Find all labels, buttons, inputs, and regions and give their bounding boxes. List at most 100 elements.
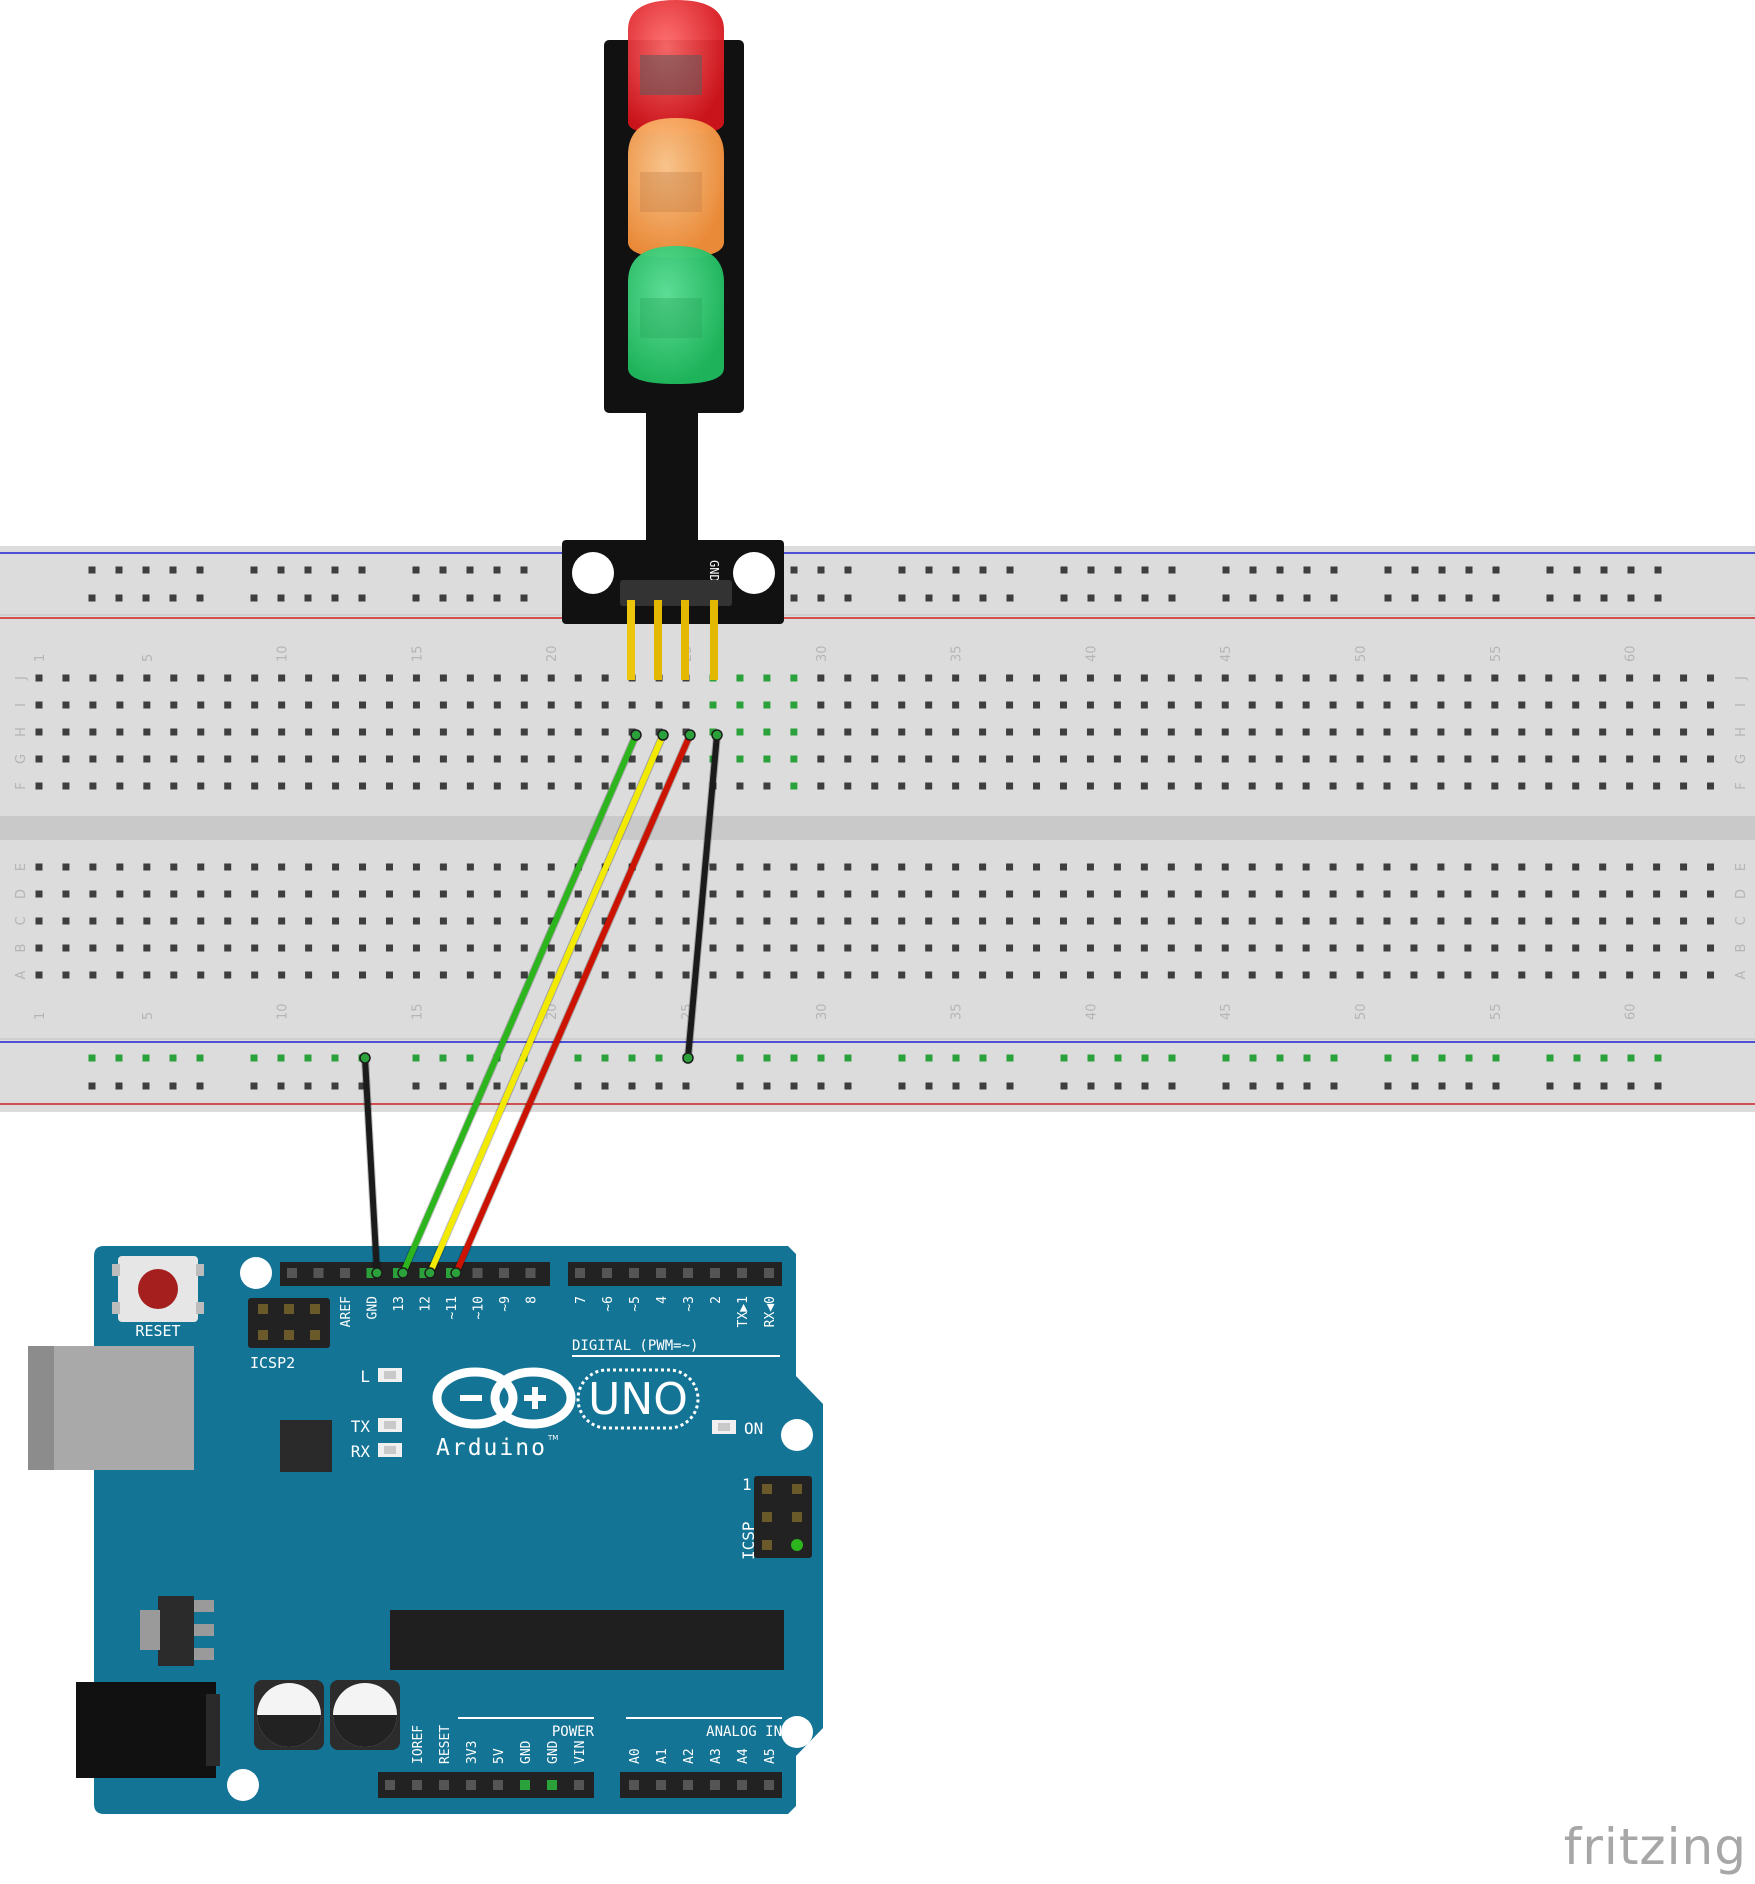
rail-hole — [601, 1082, 609, 1090]
breadboard-hole — [1113, 863, 1121, 871]
breadboard-hole — [1626, 917, 1634, 925]
breadboard-hole — [1680, 890, 1688, 898]
breadboard-hole — [439, 971, 447, 979]
rail-hole — [1384, 594, 1392, 602]
breadboard-hole — [143, 917, 151, 925]
breadboard-hole — [493, 755, 501, 763]
breadboard-hole — [359, 755, 367, 763]
reset-label: RESET — [135, 1322, 180, 1340]
breadboard-hole — [925, 782, 933, 790]
icsp-label: ICSP — [739, 1521, 758, 1560]
breadboard-hole — [1059, 944, 1067, 952]
breadboard-hole — [1329, 917, 1337, 925]
breadboard-hole — [898, 863, 906, 871]
rail-hole — [925, 594, 933, 602]
breadboard-hole — [62, 971, 70, 979]
breadboard: 1155101015152020252530303535404045455050… — [0, 546, 1755, 1112]
rail-hole — [1384, 566, 1392, 574]
rail-hole — [304, 1054, 312, 1062]
column-number: 15 — [410, 1003, 425, 1020]
breadboard-hole — [385, 701, 393, 709]
breadboard-hole — [1464, 944, 1472, 952]
breadboard-hole — [1248, 944, 1256, 952]
breadboard-hole — [1383, 728, 1391, 736]
rail-hole — [520, 594, 528, 602]
breadboard-hole — [1437, 674, 1445, 682]
breadboard-hole — [224, 755, 232, 763]
rail-hole — [1303, 1054, 1311, 1062]
breadboard-hole — [682, 755, 690, 763]
breadboard-hole — [790, 890, 798, 898]
header-pin — [287, 1268, 297, 1278]
led-rx-indicator — [378, 1443, 402, 1457]
icsp2-label: ICSP2 — [250, 1354, 295, 1372]
digital-pin-label: GND — [366, 1296, 381, 1320]
row-letter: G — [14, 754, 29, 764]
rail-hole — [790, 566, 798, 574]
breadboard-hole — [898, 917, 906, 925]
rail-hole — [1330, 1082, 1338, 1090]
breadboard-hole — [1653, 944, 1661, 952]
breadboard-hole — [1410, 944, 1418, 952]
rail-hole — [1438, 594, 1446, 602]
breadboard-hole — [1086, 971, 1094, 979]
breadboard-hole — [1275, 674, 1283, 682]
rail-hole — [1573, 1054, 1581, 1062]
rail-hole — [277, 1054, 285, 1062]
breadboard-hole — [1113, 971, 1121, 979]
led-rx-label: RX — [351, 1442, 371, 1461]
breadboard-hole — [1356, 701, 1364, 709]
wire-endpoint — [711, 729, 723, 741]
analog-pin-label: A3 — [709, 1748, 724, 1764]
rail-hole — [1060, 1082, 1068, 1090]
breadboard-hole — [736, 890, 744, 898]
rail-hole — [790, 1054, 798, 1062]
breadboard-hole — [466, 728, 474, 736]
power-pin-label: GND — [546, 1740, 561, 1764]
header-pin — [710, 1780, 720, 1790]
rail-hole — [628, 1054, 636, 1062]
breadboard-hole — [1221, 944, 1229, 952]
breadboard-hole — [682, 944, 690, 952]
breadboard-hole — [116, 701, 124, 709]
breadboard-hole — [1113, 917, 1121, 925]
breadboard-hole — [1653, 890, 1661, 898]
rail-hole — [763, 1082, 771, 1090]
breadboard-hole — [1006, 701, 1014, 709]
rail-hole — [115, 1054, 123, 1062]
breadboard-hole — [466, 917, 474, 925]
breadboard-hole — [1437, 782, 1445, 790]
reset-button[interactable] — [112, 1256, 204, 1322]
breadboard-hole — [736, 728, 744, 736]
analog-pin-label: A2 — [682, 1748, 697, 1764]
breadboard-hole — [1545, 944, 1553, 952]
breadboard-hole — [1221, 701, 1229, 709]
breadboard-hole — [682, 701, 690, 709]
wire-endpoint — [397, 1267, 409, 1279]
column-number: 5 — [141, 1012, 156, 1020]
breadboard-hole — [547, 728, 555, 736]
breadboard-hole — [1006, 944, 1014, 952]
breadboard-hole — [844, 782, 852, 790]
breadboard-hole — [1059, 917, 1067, 925]
breadboard-hole — [1302, 728, 1310, 736]
breadboard-hole — [1545, 701, 1553, 709]
breadboard-hole — [1302, 755, 1310, 763]
icsp2-header — [248, 1298, 330, 1348]
breadboard-hole — [332, 890, 340, 898]
rail-hole — [1222, 566, 1230, 574]
breadboard-hole — [1140, 782, 1148, 790]
breadboard-hole — [278, 782, 286, 790]
breadboard-hole — [574, 782, 582, 790]
breadboard-hole — [493, 701, 501, 709]
breadboard-hole — [89, 971, 97, 979]
header-pin — [466, 1780, 476, 1790]
rail-hole — [817, 566, 825, 574]
breadboard-hole — [979, 944, 987, 952]
breadboard-hole — [359, 917, 367, 925]
breadboard-hole — [709, 971, 717, 979]
breadboard-hole — [1572, 674, 1580, 682]
breadboard-hole — [1033, 782, 1041, 790]
header-pin — [493, 1780, 503, 1790]
breadboard-hole — [817, 917, 825, 925]
